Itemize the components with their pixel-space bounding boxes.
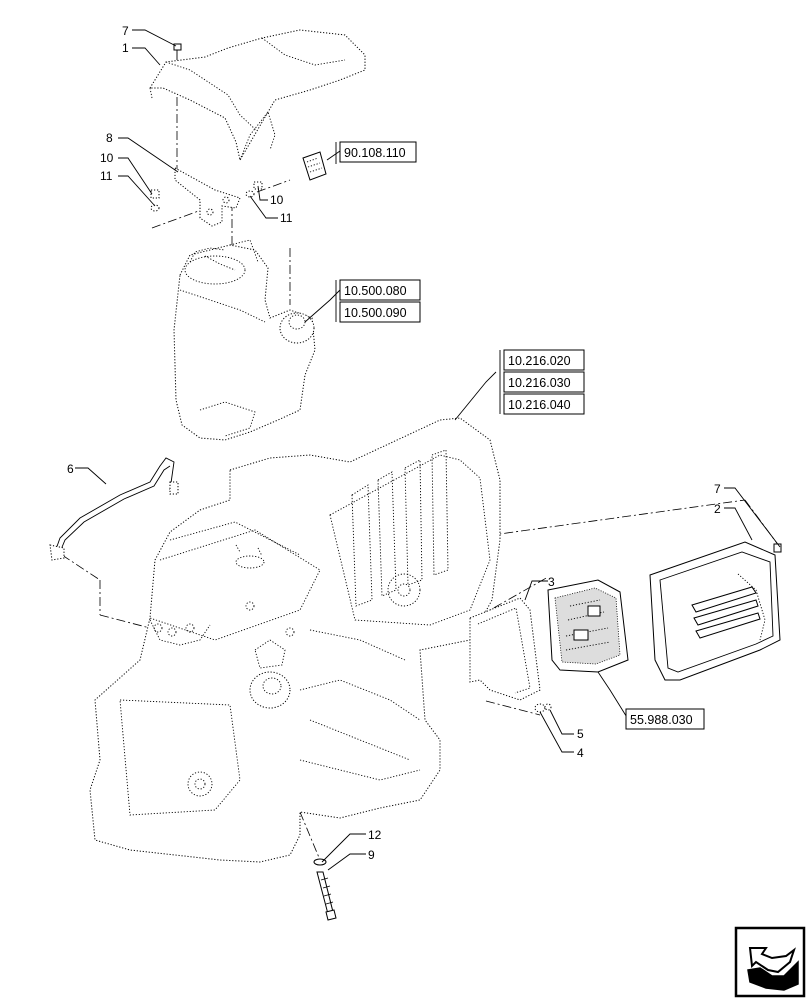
- transmission-housing: [89, 417, 501, 863]
- svg-text:10.216.030: 10.216.030: [508, 376, 571, 390]
- svg-text:10.500.080: 10.500.080: [344, 284, 407, 298]
- callout-6: 6: [67, 462, 74, 476]
- bolts-10-11: [150, 181, 263, 212]
- cover-part-1: [149, 29, 366, 162]
- svg-text:10.216.020: 10.216.020: [508, 354, 571, 368]
- tank: [173, 239, 316, 441]
- callout-numbers: 7 1 8 10 11 10 11 6 7 2 3 5 4 12 9: [67, 24, 721, 862]
- svg-text:10.216.040: 10.216.040: [508, 398, 571, 412]
- callout-8: 8: [106, 131, 113, 145]
- callout-1: 1: [122, 41, 129, 55]
- callout-4: 4: [577, 746, 584, 760]
- callout-9: 9: [368, 848, 375, 862]
- control-module: [547, 579, 629, 673]
- ref-box-10-216[interactable]: 10.216.020 10.216.030 10.216.040: [499, 349, 585, 415]
- reference-boxes: 90.108.110 10.500.080 10.500.090 10.216.…: [335, 141, 705, 730]
- callout-5: 5: [577, 727, 584, 741]
- decal: [302, 151, 327, 181]
- svg-text:90.108.110: 90.108.110: [344, 146, 406, 160]
- callout-12: 12: [368, 828, 382, 842]
- svg-text:10.500.090: 10.500.090: [344, 306, 407, 320]
- bolt-4-5: [534, 703, 552, 713]
- next-page-arrow-icon[interactable]: [734, 926, 806, 998]
- callout-11-right: 11: [280, 211, 293, 225]
- ref-box-90-108-110[interactable]: 90.108.110: [335, 141, 417, 164]
- ref-box-10-500[interactable]: 10.500.080 10.500.090: [335, 279, 421, 323]
- callout-11-left: 11: [100, 169, 113, 183]
- callout-10-right: 10: [270, 193, 284, 207]
- bolt-7-top: [173, 43, 182, 60]
- pipe-part-6: [49, 457, 179, 561]
- callout-2: 2: [714, 502, 721, 516]
- callout-7-right: 7: [714, 482, 721, 496]
- bracket-part-8: [174, 167, 241, 227]
- cover-plate-part-2: [649, 541, 782, 681]
- leader-lines: [75, 29, 781, 871]
- callout-10-left: 10: [100, 151, 114, 165]
- ref-box-55-988-030[interactable]: 55.988.030: [625, 708, 705, 730]
- bolt-9-washer-12: [313, 858, 337, 921]
- svg-text:55.988.030: 55.988.030: [630, 713, 693, 727]
- callout-3: 3: [548, 575, 555, 589]
- callout-7-top: 7: [122, 24, 129, 38]
- gasket-part-3: [469, 597, 541, 701]
